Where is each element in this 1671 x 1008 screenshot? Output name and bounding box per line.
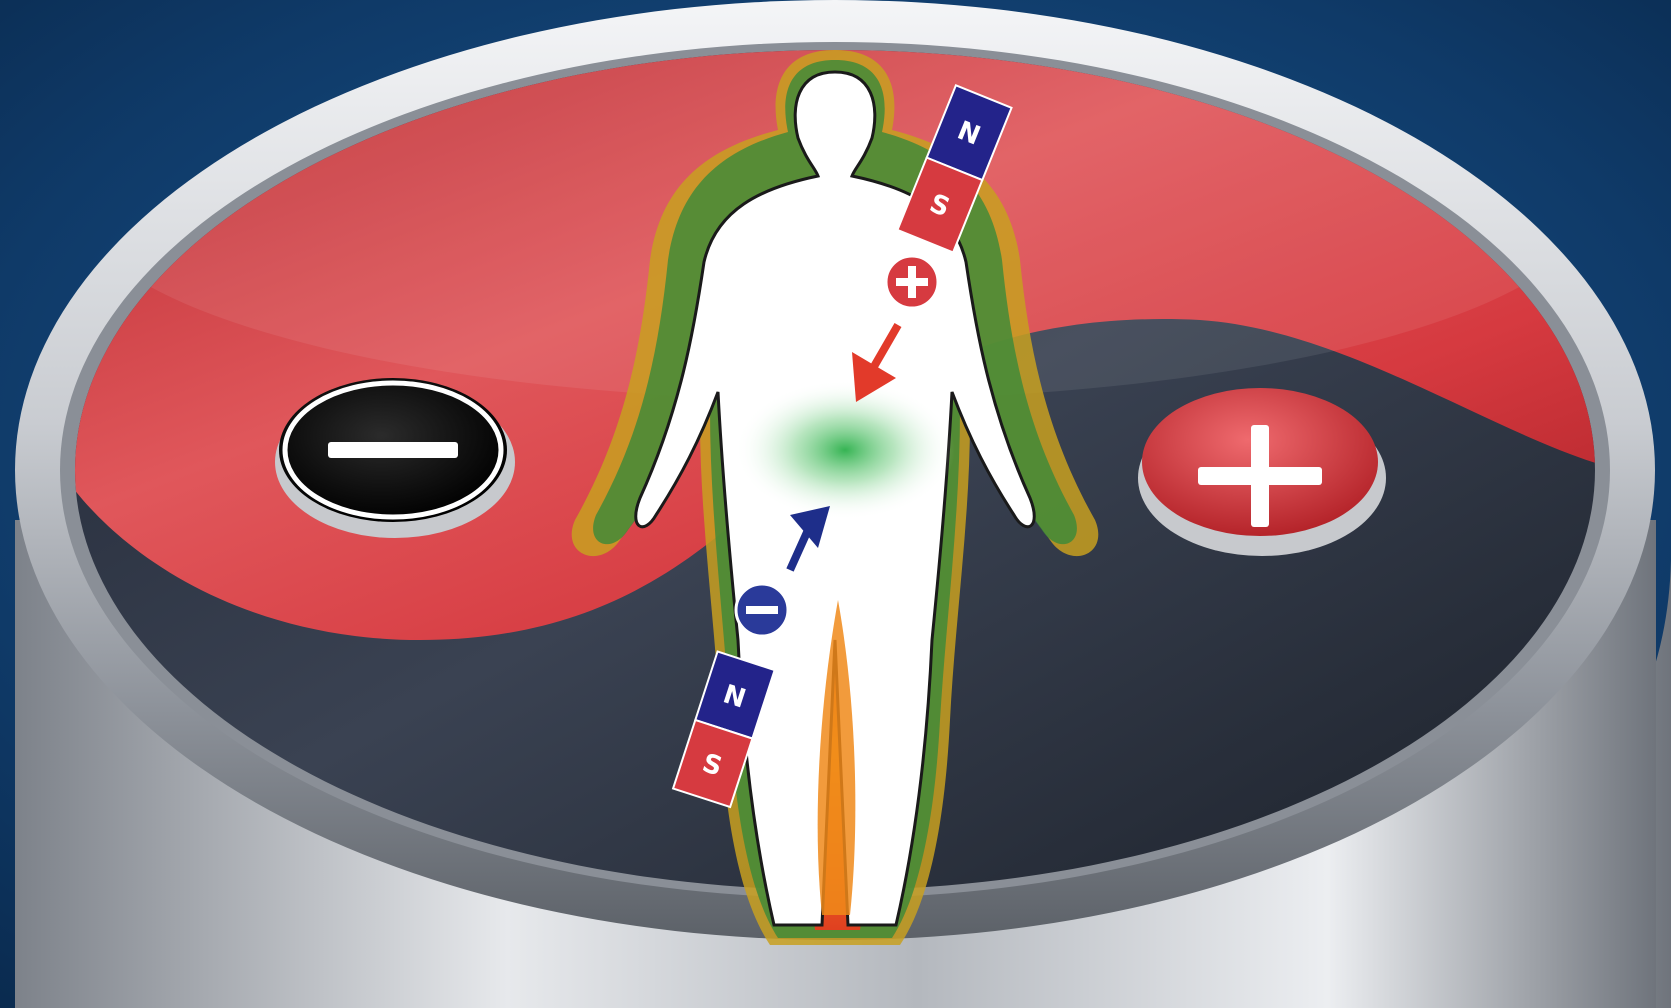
negative-charge-badge	[736, 584, 788, 636]
minus-sign-icon	[328, 442, 458, 458]
green-energy-glow	[735, 380, 955, 520]
positive-charge-badge	[886, 256, 938, 308]
